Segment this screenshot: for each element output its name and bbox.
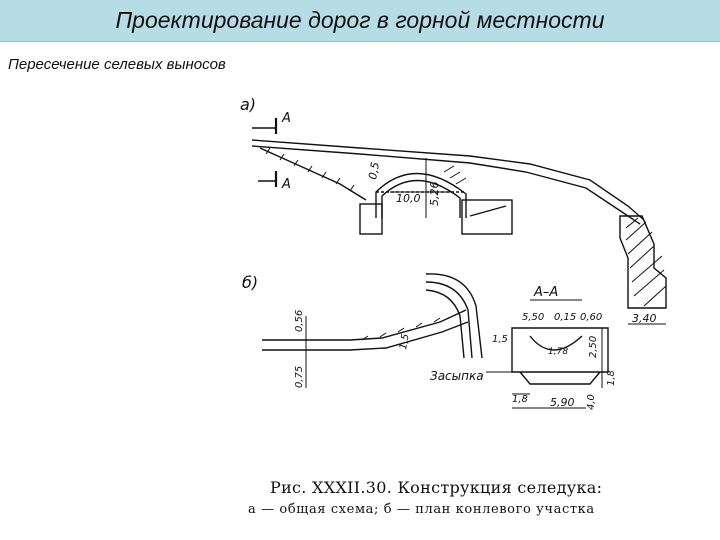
wall-hatching xyxy=(625,217,667,307)
dim-10-0: 10,0 xyxy=(396,192,421,205)
drain-line xyxy=(469,205,507,217)
section-frame xyxy=(511,327,609,373)
dim-5-26: 5,26 xyxy=(428,182,441,207)
slide-subtitle: Пересечение селевых выносов xyxy=(8,56,226,73)
chute-middle-curve xyxy=(425,281,473,359)
dim-1-78: 1,78 xyxy=(548,347,568,357)
engineering-drawing: а) A A 0,5 10,0 5,26 3,40 б) 0,56 0,75 1… xyxy=(230,88,700,528)
part-b-label: б) xyxy=(242,273,258,292)
chute-outer-curve xyxy=(425,273,483,359)
title-bar: Проектирование дорог в горной местности xyxy=(0,0,720,42)
dim-1-8: 1,8 xyxy=(606,370,617,386)
slope-upper-line xyxy=(251,139,645,221)
dim-1-8-bottom: 1,8 xyxy=(512,394,528,405)
section-mark-label-bottom: A xyxy=(281,177,291,192)
fill-label: Засыпка xyxy=(430,369,484,383)
arch-hatching xyxy=(443,165,467,185)
slide-title: Проектирование дорог в горной местности xyxy=(115,7,605,33)
channel-upper-line xyxy=(262,309,467,341)
section-title: А–А xyxy=(533,285,558,300)
section-trough xyxy=(529,335,583,351)
section-fill xyxy=(519,371,601,385)
dim-3-40: 3,40 xyxy=(632,312,657,325)
foundation-right xyxy=(461,199,513,235)
section-mark-label-top: A xyxy=(281,111,291,126)
dim-0-75: 0,75 xyxy=(294,366,305,388)
slope-lower-line xyxy=(251,145,641,225)
part-a-label: а) xyxy=(240,95,256,114)
gallery-arch xyxy=(375,172,467,218)
chute-inner-curve xyxy=(425,289,465,359)
dim-2-50: 2,50 xyxy=(588,336,599,358)
dim-1-5: 1,5 xyxy=(492,334,508,345)
figure-caption-detail: а — общая схема; б — план конлевого учас… xyxy=(248,502,595,517)
ground-hatching-left xyxy=(265,147,355,192)
ground-left xyxy=(259,147,367,201)
channel-lower-line xyxy=(262,321,469,351)
dim-4-0: 4,0 xyxy=(586,394,597,410)
dim-5-50: 5,50 xyxy=(522,312,544,323)
dim-0-5: 0,5 xyxy=(366,161,382,180)
foundation-left xyxy=(359,203,383,235)
dim-0-60: 0,60 xyxy=(580,312,602,323)
retaining-wall xyxy=(619,215,667,309)
dim-0-15: 0,15 xyxy=(554,312,576,323)
dim-5-90: 5,90 xyxy=(550,396,575,409)
figure-caption: Рис. XXXII.30. Конструкция селедука: xyxy=(270,478,603,497)
dim-1-5b: 1,5 xyxy=(398,333,412,351)
drawing-canvas: а) A A 0,5 10,0 5,26 3,40 б) 0,56 0,75 1… xyxy=(240,95,667,410)
gallery-inner-arch xyxy=(381,179,461,218)
channel-hatching xyxy=(361,317,441,341)
dim-0-56: 0,56 xyxy=(294,310,305,332)
